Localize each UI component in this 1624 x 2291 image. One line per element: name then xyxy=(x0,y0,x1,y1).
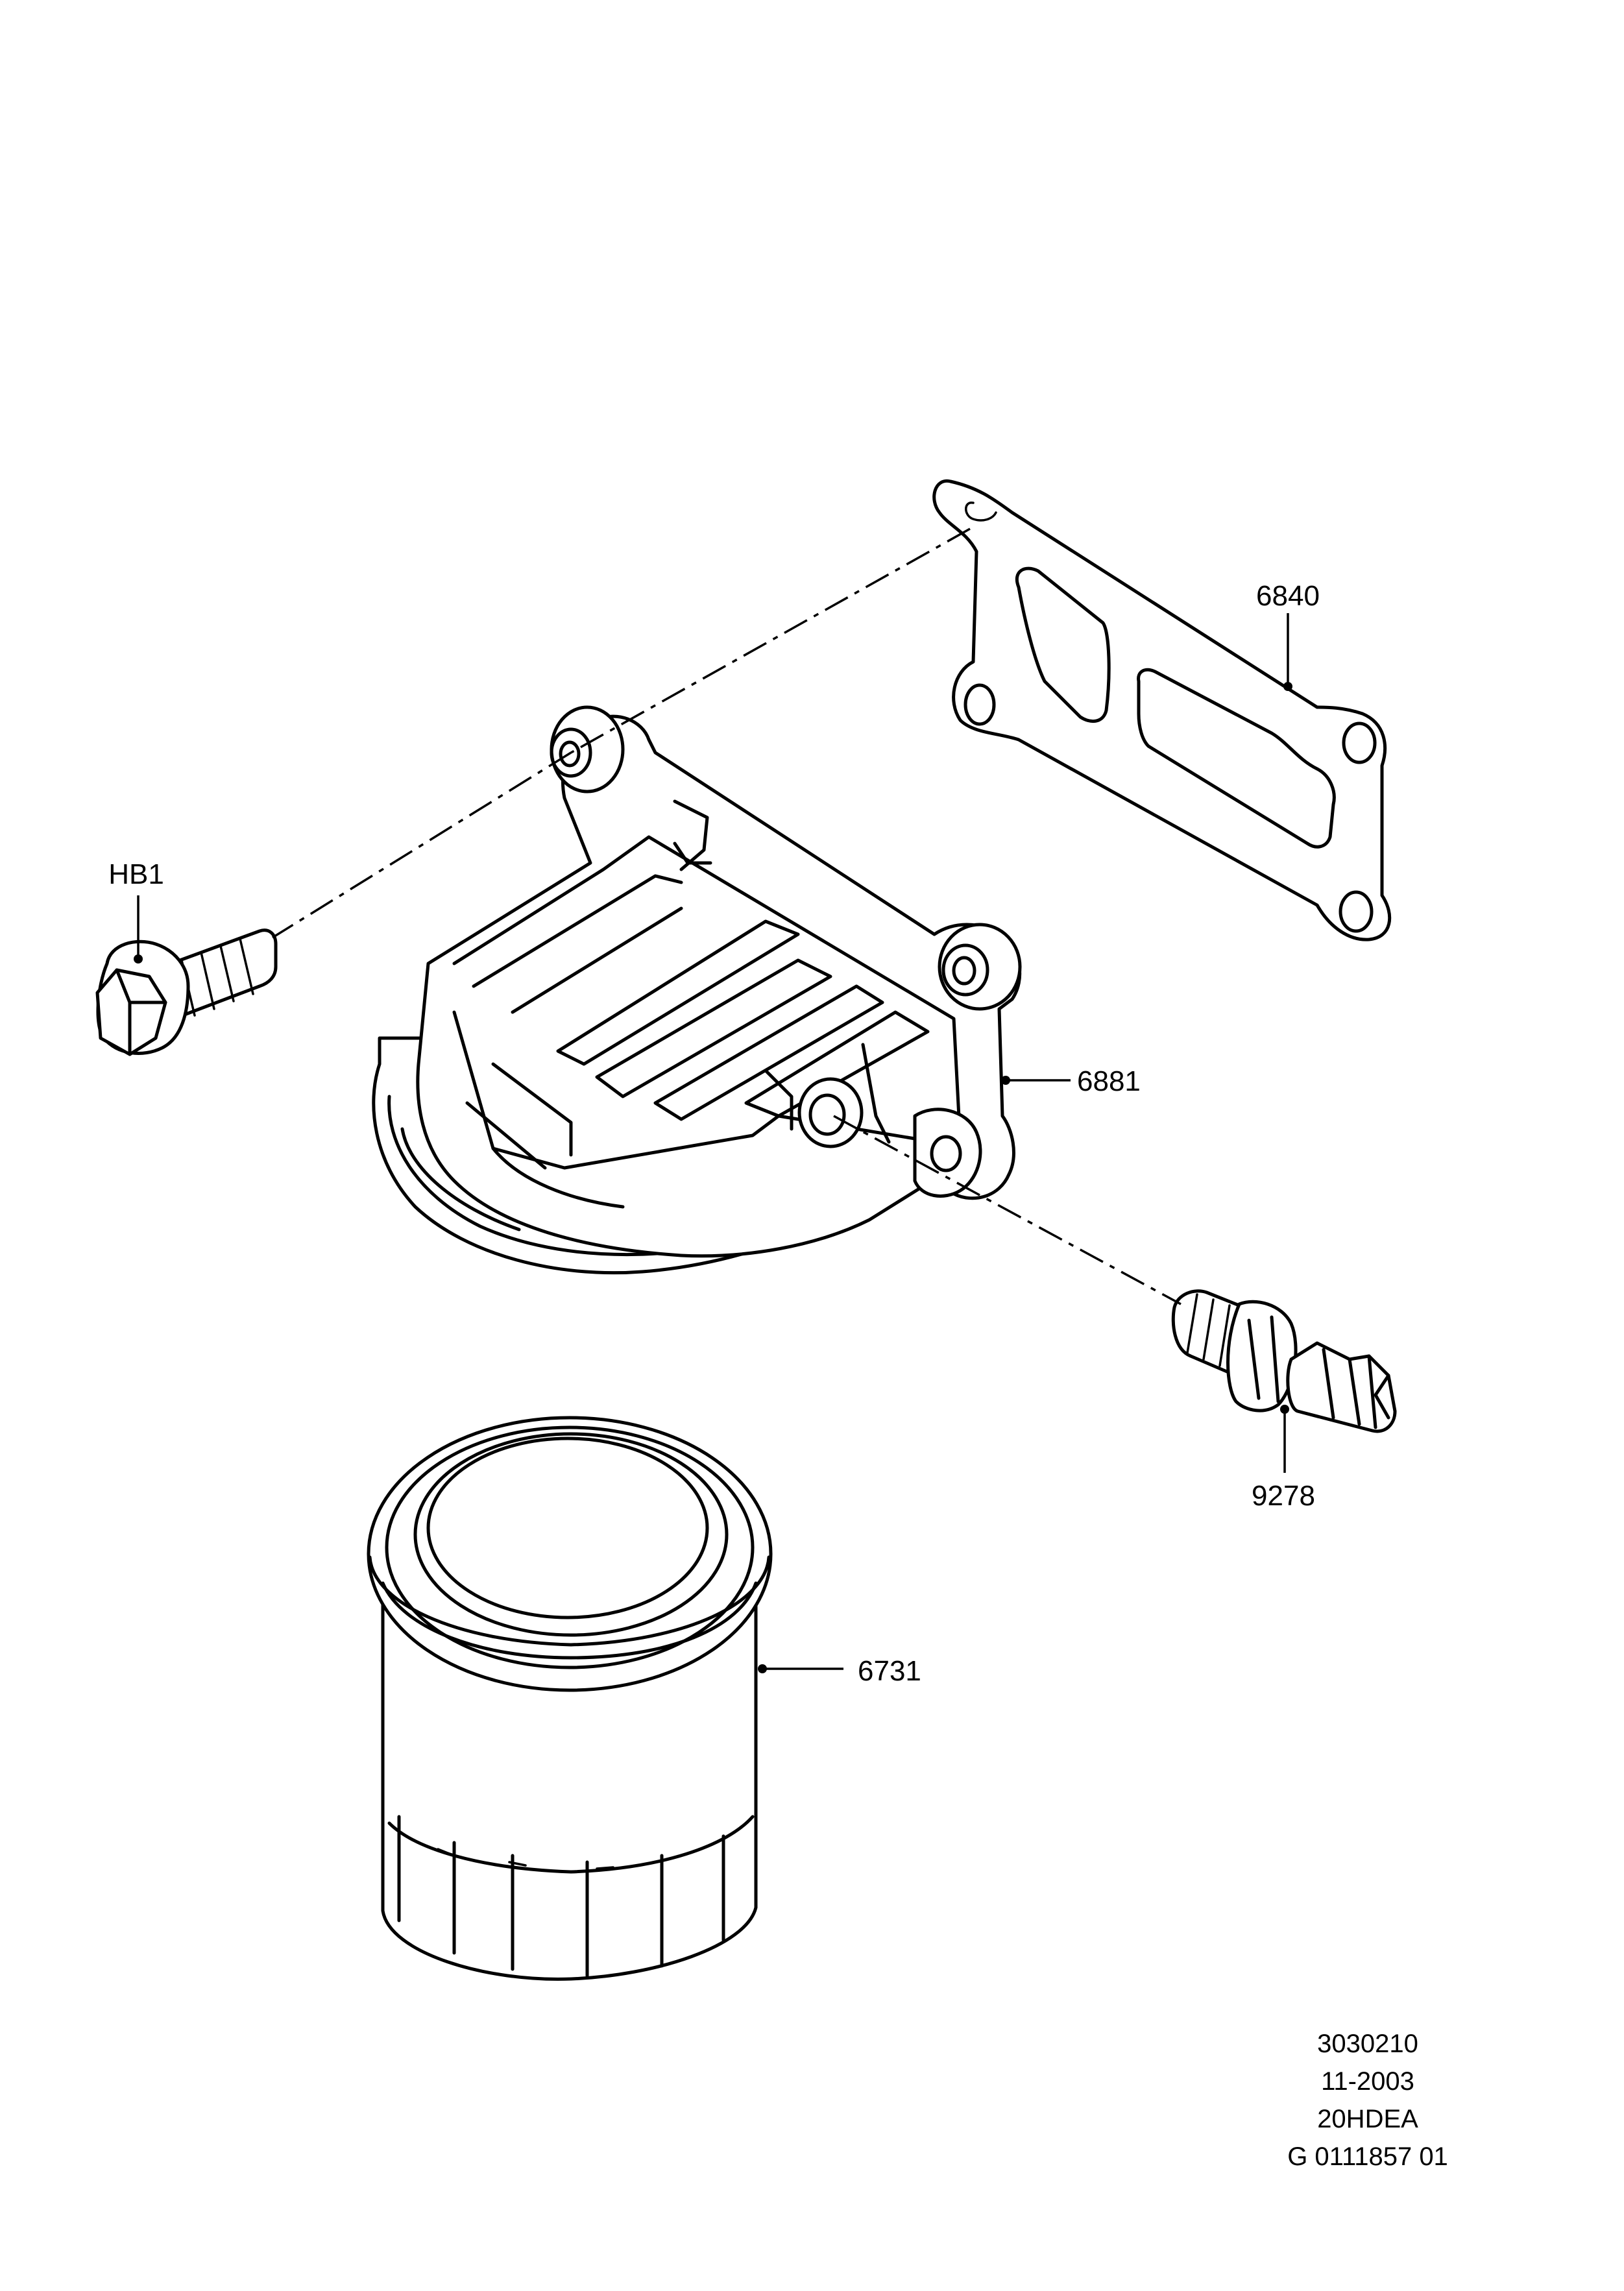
oil-pressure-sensor-9278 xyxy=(1171,1289,1397,1433)
meta-line-4: G 0111857 01 xyxy=(1287,2142,1448,2171)
axis-adapter-to-sensor xyxy=(833,1115,1182,1305)
meta-line-3: 20HDEA xyxy=(1317,2105,1418,2133)
oil-filter-6731 xyxy=(367,1416,773,1981)
oil-filter-adapter-6881 xyxy=(372,705,1022,1275)
label-6840: 6840 xyxy=(1256,580,1320,612)
label-9278: 9278 xyxy=(1252,1480,1315,1512)
leader-lines xyxy=(134,613,1292,1673)
label-hb1: HB1 xyxy=(108,858,164,890)
axis-adapter-to-bolt xyxy=(272,751,572,939)
meta-line-1: 3030210 xyxy=(1317,2030,1418,2058)
assembly-axis-lines xyxy=(272,527,1182,1305)
bolt-hb1 xyxy=(95,928,278,1056)
label-6881: 6881 xyxy=(1077,1065,1141,1097)
drawing-metadata: 3030210 11-2003 20HDEA G 0111857 01 xyxy=(1287,2030,1448,2171)
axis-gasket-to-adapter xyxy=(570,527,971,754)
label-6731: 6731 xyxy=(858,1655,921,1687)
meta-line-2: 11-2003 xyxy=(1321,2067,1414,2096)
gasket-6840 xyxy=(932,479,1392,941)
